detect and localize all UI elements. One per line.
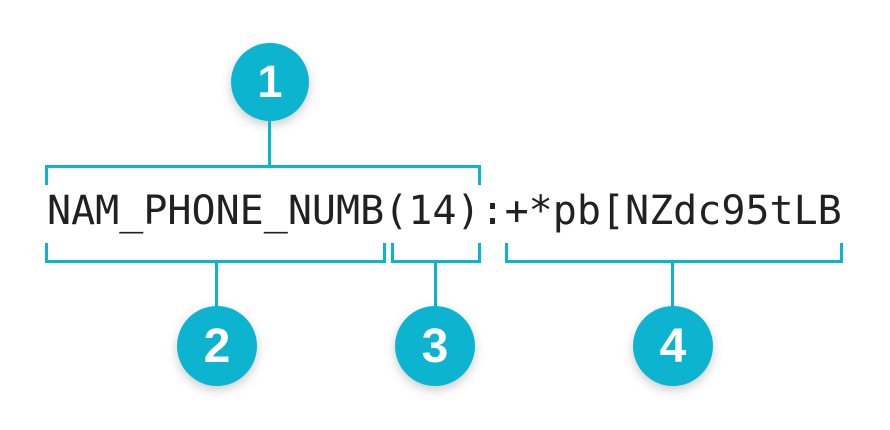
callout-3-badge: 3: [395, 306, 475, 386]
field-value-text: +*pb[NZdc95tLB: [504, 188, 842, 234]
callout-2-badge: 2: [177, 306, 257, 386]
callout-4-number: 4: [659, 319, 687, 373]
bracket-field-name: [45, 243, 386, 263]
callout-2-number: 2: [203, 319, 231, 373]
callout-1-number: 1: [257, 56, 283, 107]
callout-4-badge: 4: [633, 306, 713, 386]
callout-4-connector-line: [671, 263, 674, 307]
callout-2-connector-line: [215, 263, 218, 307]
callout-3-connector-line: [434, 263, 437, 307]
bracket-field-value: [505, 243, 843, 263]
bracket-field-length: [391, 243, 481, 263]
field-length-text: (14): [384, 188, 481, 234]
format-string: NAM_PHONE_NUMB(14):+*pb[NZdc95tLB: [47, 187, 842, 235]
callout-3-number: 3: [421, 319, 449, 373]
callout-1-badge: 1: [231, 43, 309, 121]
separator-text: :: [480, 188, 505, 234]
bracket-field-name-with-length: [45, 165, 481, 185]
field-name-text: NAM_PHONE_NUMB: [47, 188, 385, 234]
callout-1-connector-line: [268, 120, 271, 166]
